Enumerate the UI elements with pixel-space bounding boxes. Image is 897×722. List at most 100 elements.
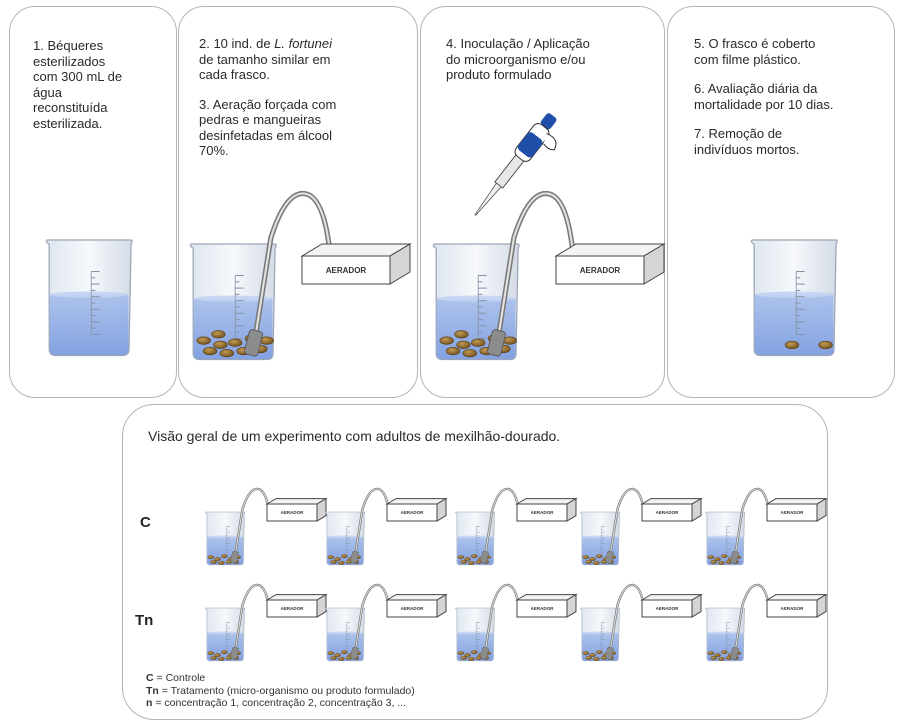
aerator-top: [265, 594, 328, 601]
water-surface: [49, 291, 129, 298]
beaker: [455, 583, 521, 662]
air-stone: [480, 550, 489, 564]
aerator-front: [766, 503, 818, 522]
mussel: [720, 554, 728, 559]
water-surface: [457, 631, 494, 635]
beaker: [455, 487, 521, 566]
aerator-label: AERADOR: [281, 510, 305, 515]
mussel: [460, 656, 467, 660]
legend-item-control: C = Controle: [146, 672, 415, 685]
air-hose-highlight: [484, 488, 520, 559]
mussel: [196, 336, 211, 345]
beaker: [580, 487, 646, 566]
air-hose-highlight: [234, 488, 270, 559]
air-stone: [487, 329, 506, 357]
aerator-top: [515, 594, 578, 601]
mussel: [718, 657, 725, 661]
mussel: [330, 560, 337, 564]
aerator-front: [266, 503, 318, 522]
water: [49, 294, 129, 355]
aerator-box: AERADOR: [515, 593, 578, 618]
water-surface: [207, 631, 244, 635]
mussel: [334, 653, 341, 657]
mussel: [468, 657, 475, 661]
aerator-top: [265, 498, 328, 505]
mussel: [464, 653, 471, 657]
air-stone: [730, 550, 739, 564]
aerator-top: [515, 498, 578, 505]
pipette-plunger: [540, 113, 557, 130]
water-surface: [754, 291, 834, 298]
mussel: [330, 656, 337, 660]
mussel: [456, 340, 471, 349]
water-surface: [707, 631, 744, 635]
mussel: [714, 557, 721, 561]
mussel: [470, 650, 478, 655]
mussel: [220, 650, 228, 655]
aerator-box: AERADOR: [265, 497, 328, 522]
step-2-prefix: 2. 10 ind. de: [199, 36, 271, 51]
mussel: [710, 656, 717, 660]
aerator-label: AERADOR: [401, 606, 425, 611]
water-surface: [327, 535, 364, 539]
mussel: [471, 338, 486, 347]
beaker: [205, 487, 271, 566]
mussel: [593, 561, 600, 565]
mussel: [707, 651, 715, 655]
water-surface: [582, 535, 619, 539]
mussel: [210, 560, 217, 564]
beaker: [705, 583, 771, 662]
aerator-front: [641, 599, 693, 618]
mussel: [338, 561, 345, 565]
aerator-label: AERADOR: [281, 606, 305, 611]
aerator-box: AERADOR: [640, 593, 703, 618]
mussel: [460, 560, 467, 564]
legend-text: = Controle: [156, 672, 206, 684]
mussel: [720, 650, 728, 655]
beaker: [325, 583, 391, 662]
mussel: [593, 657, 600, 661]
aerator-label: AERADOR: [531, 510, 555, 515]
row-label-treatment: Tn: [135, 612, 154, 629]
mussel: [710, 560, 717, 564]
aerator-front: [766, 599, 818, 618]
aerator-label: AERADOR: [781, 510, 805, 515]
mussel: [220, 554, 228, 559]
aerator-top: [385, 498, 448, 505]
air-hose-highlight: [354, 584, 390, 655]
mussel: [468, 561, 475, 565]
species-name: L. fortunei: [274, 36, 333, 51]
legend-symbol: C: [146, 672, 154, 684]
air-stone: [350, 646, 359, 660]
aerator-top: [385, 594, 448, 601]
mussel: [218, 561, 225, 565]
mussel: [818, 340, 833, 350]
legend-item-treatment: Tn = Tratamento (micro-organismo ou prod…: [146, 685, 415, 698]
water: [754, 294, 834, 355]
step-2-label: 2. 10 ind. de L. fortunei de tamanho sim…: [199, 36, 336, 83]
mussel: [454, 330, 469, 339]
aerator-front: [266, 599, 318, 618]
pipette: [474, 113, 557, 216]
mussel: [340, 554, 348, 559]
pipette-shaft: [494, 154, 525, 189]
aerator-top: [640, 498, 703, 505]
legend-text: = concentração 1, concentração 2, concen…: [155, 697, 407, 709]
aerator-top: [640, 594, 703, 601]
row-label-control: C: [140, 514, 151, 531]
aerator-label: AERADOR: [580, 266, 621, 275]
beaker: [432, 190, 576, 361]
mussel: [202, 347, 218, 356]
mussel: [219, 349, 234, 358]
aerator-box: AERADOR: [265, 593, 328, 618]
beaker: [705, 487, 771, 566]
mussel: [589, 557, 596, 561]
